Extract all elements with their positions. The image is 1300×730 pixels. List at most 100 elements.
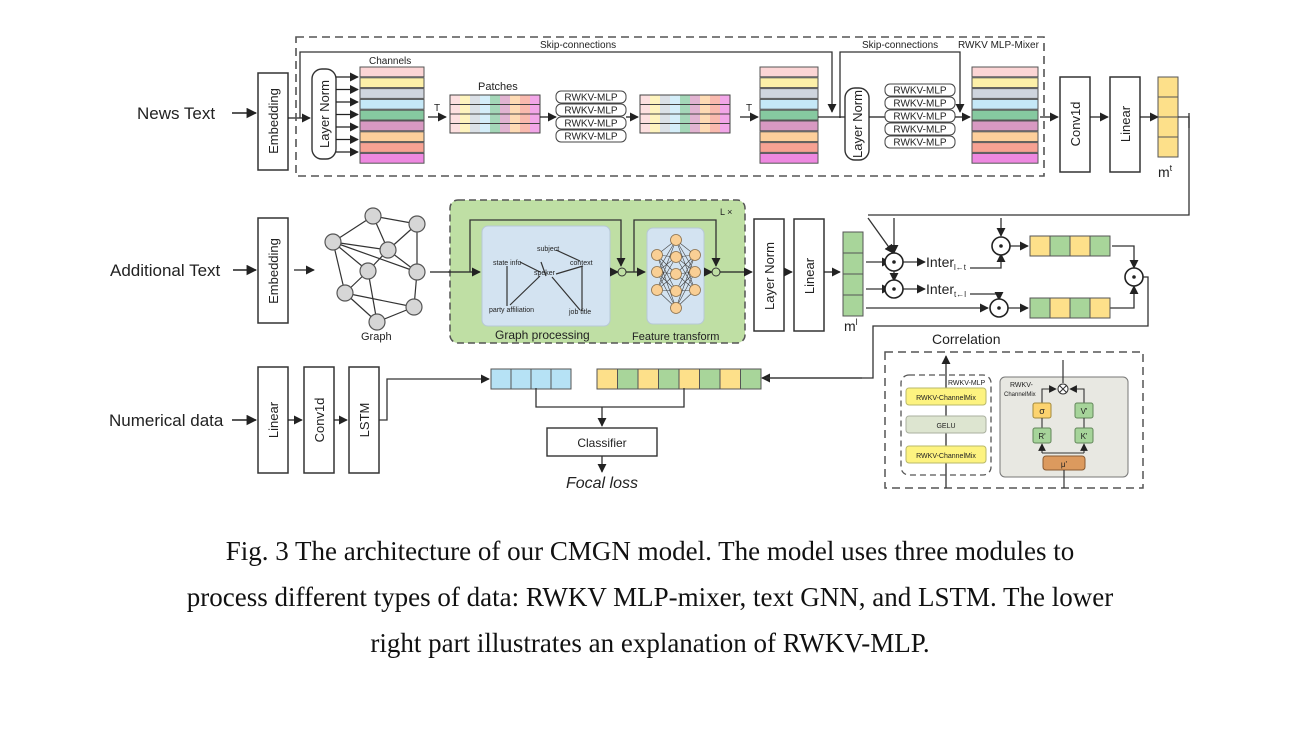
patch-cell bbox=[480, 104, 490, 114]
svg-text:σ: σ bbox=[1039, 406, 1045, 416]
patch-cell bbox=[670, 123, 680, 133]
correlation-label: Correlation bbox=[932, 331, 1000, 347]
patches-grid-input bbox=[449, 94, 541, 134]
vector-cell bbox=[699, 368, 721, 390]
knowledge-graph-edge bbox=[509, 275, 541, 306]
svg-text:RWKV-ChannelMix: RWKV-ChannelMix bbox=[916, 453, 976, 460]
patch-cell bbox=[530, 114, 540, 124]
graph-illustration bbox=[324, 207, 426, 331]
patch-cell bbox=[670, 95, 680, 105]
patch-cell bbox=[680, 104, 690, 114]
rwkv-mlp-mixer-container bbox=[295, 36, 1045, 177]
patch-cell bbox=[480, 95, 490, 105]
patch-cell bbox=[660, 114, 670, 124]
patch-cell bbox=[640, 123, 650, 133]
vector-cell bbox=[1049, 235, 1071, 257]
patch-cell bbox=[450, 95, 460, 105]
patch-cell bbox=[480, 123, 490, 133]
patch-cell bbox=[700, 95, 710, 105]
rwkv-mlp-block bbox=[884, 109, 956, 123]
numeric-feature-vector bbox=[490, 368, 572, 390]
graph-processing-panel: subject state info context speker party … bbox=[481, 225, 611, 327]
vector-cell bbox=[1157, 136, 1179, 158]
nn-edge bbox=[675, 254, 696, 309]
channel-row bbox=[759, 77, 819, 89]
patch-row bbox=[449, 123, 541, 134]
rwkv-mlp-label: RWKV-MLP bbox=[893, 86, 946, 97]
channel-row bbox=[759, 88, 819, 99]
rwkv-mlp-label: RWKV-MLP bbox=[564, 93, 617, 104]
patch-cell bbox=[450, 123, 460, 133]
svg-text:V': V' bbox=[1081, 407, 1088, 416]
linear-block-numeric: Linear bbox=[257, 366, 289, 474]
hadamard-dot bbox=[892, 260, 896, 264]
svg-text:RWKV-MLP: RWKV-MLP bbox=[948, 380, 986, 387]
knowledge-graph-edge bbox=[540, 261, 547, 277]
rwkv-mlp-label: RWKV-MLP bbox=[564, 119, 617, 130]
linear-block-text: Linear bbox=[1109, 76, 1141, 173]
patches-label: Patches bbox=[478, 81, 518, 93]
patch-cell bbox=[520, 104, 530, 114]
patch-cell bbox=[460, 104, 470, 114]
nn-neuron bbox=[670, 302, 682, 314]
patch-cell bbox=[460, 114, 470, 124]
patch-cell bbox=[490, 114, 500, 124]
rwkv-mlp-detail: RWKV-MLP RWKV-ChannelMix GELU RWKV-Chann… bbox=[900, 374, 992, 476]
linear-block-gnn: Linear bbox=[793, 218, 825, 332]
graph-label: Graph bbox=[361, 331, 392, 343]
vector-cell bbox=[617, 368, 639, 390]
vector-cell bbox=[530, 368, 552, 390]
knowledge-graph-edge bbox=[519, 261, 541, 273]
r-block bbox=[1032, 427, 1052, 444]
patches-grid-output bbox=[639, 94, 731, 134]
mixer-title: RWKV MLP-Mixer bbox=[958, 40, 1040, 51]
rwkv-mlp-label: RWKV-MLP bbox=[893, 99, 946, 110]
additional-feature-vector bbox=[842, 231, 864, 317]
channel-row bbox=[359, 109, 425, 121]
svg-text:Layer Norm: Layer Norm bbox=[317, 80, 332, 148]
repeat-label: L × bbox=[720, 207, 732, 217]
feature-transform-label: Feature transform bbox=[632, 331, 719, 343]
patch-cell bbox=[710, 123, 720, 133]
vector-cell bbox=[1089, 297, 1111, 319]
patch-cell bbox=[670, 114, 680, 124]
patch-cell bbox=[530, 104, 540, 114]
hadamard-nodes bbox=[884, 236, 1144, 318]
svg-text:R': R' bbox=[1038, 432, 1046, 441]
patch-cell bbox=[650, 95, 660, 105]
nn-neuron bbox=[651, 284, 663, 296]
nn-edge bbox=[656, 239, 677, 273]
patch-row bbox=[639, 123, 731, 134]
rwkv-mlp-label: RWKV-MLP bbox=[564, 106, 617, 117]
patch-cell bbox=[470, 104, 480, 114]
svg-text:Embedding: Embedding bbox=[266, 238, 281, 304]
patch-cell bbox=[680, 123, 690, 133]
skip-label-2: Skip-connections bbox=[862, 40, 938, 51]
nn-neuron bbox=[689, 249, 701, 261]
patch-cell bbox=[650, 104, 660, 114]
additional-vector-label: ml bbox=[844, 317, 858, 334]
conv1d-block-text: Conv1d bbox=[1059, 76, 1091, 173]
correlation-vector-top bbox=[1029, 235, 1111, 257]
patch-cell bbox=[660, 95, 670, 105]
patch-cell bbox=[470, 95, 480, 105]
patch-cell bbox=[680, 114, 690, 124]
vector-cell bbox=[842, 252, 864, 275]
knowledge-graph-edge bbox=[555, 265, 584, 275]
node-context: context bbox=[570, 260, 593, 267]
patch-cell bbox=[680, 95, 690, 105]
vector-cell bbox=[740, 368, 762, 390]
lstm-block: LSTM bbox=[348, 366, 380, 474]
hadamard-dot bbox=[997, 306, 1001, 310]
channel-row bbox=[359, 77, 425, 89]
correlation-module bbox=[761, 217, 1149, 383]
vector-cell bbox=[1157, 76, 1179, 98]
patch-cell bbox=[520, 114, 530, 124]
channel-row bbox=[359, 120, 425, 132]
caption-line-3: right part illustrates an explanation of… bbox=[370, 628, 930, 658]
layer-norm-1: Layer Norm bbox=[311, 68, 337, 160]
channelmix-top bbox=[905, 387, 987, 406]
channel-row bbox=[971, 142, 1039, 153]
graph-processing-label: Graph processing bbox=[495, 328, 590, 342]
nn-edge bbox=[675, 239, 696, 291]
